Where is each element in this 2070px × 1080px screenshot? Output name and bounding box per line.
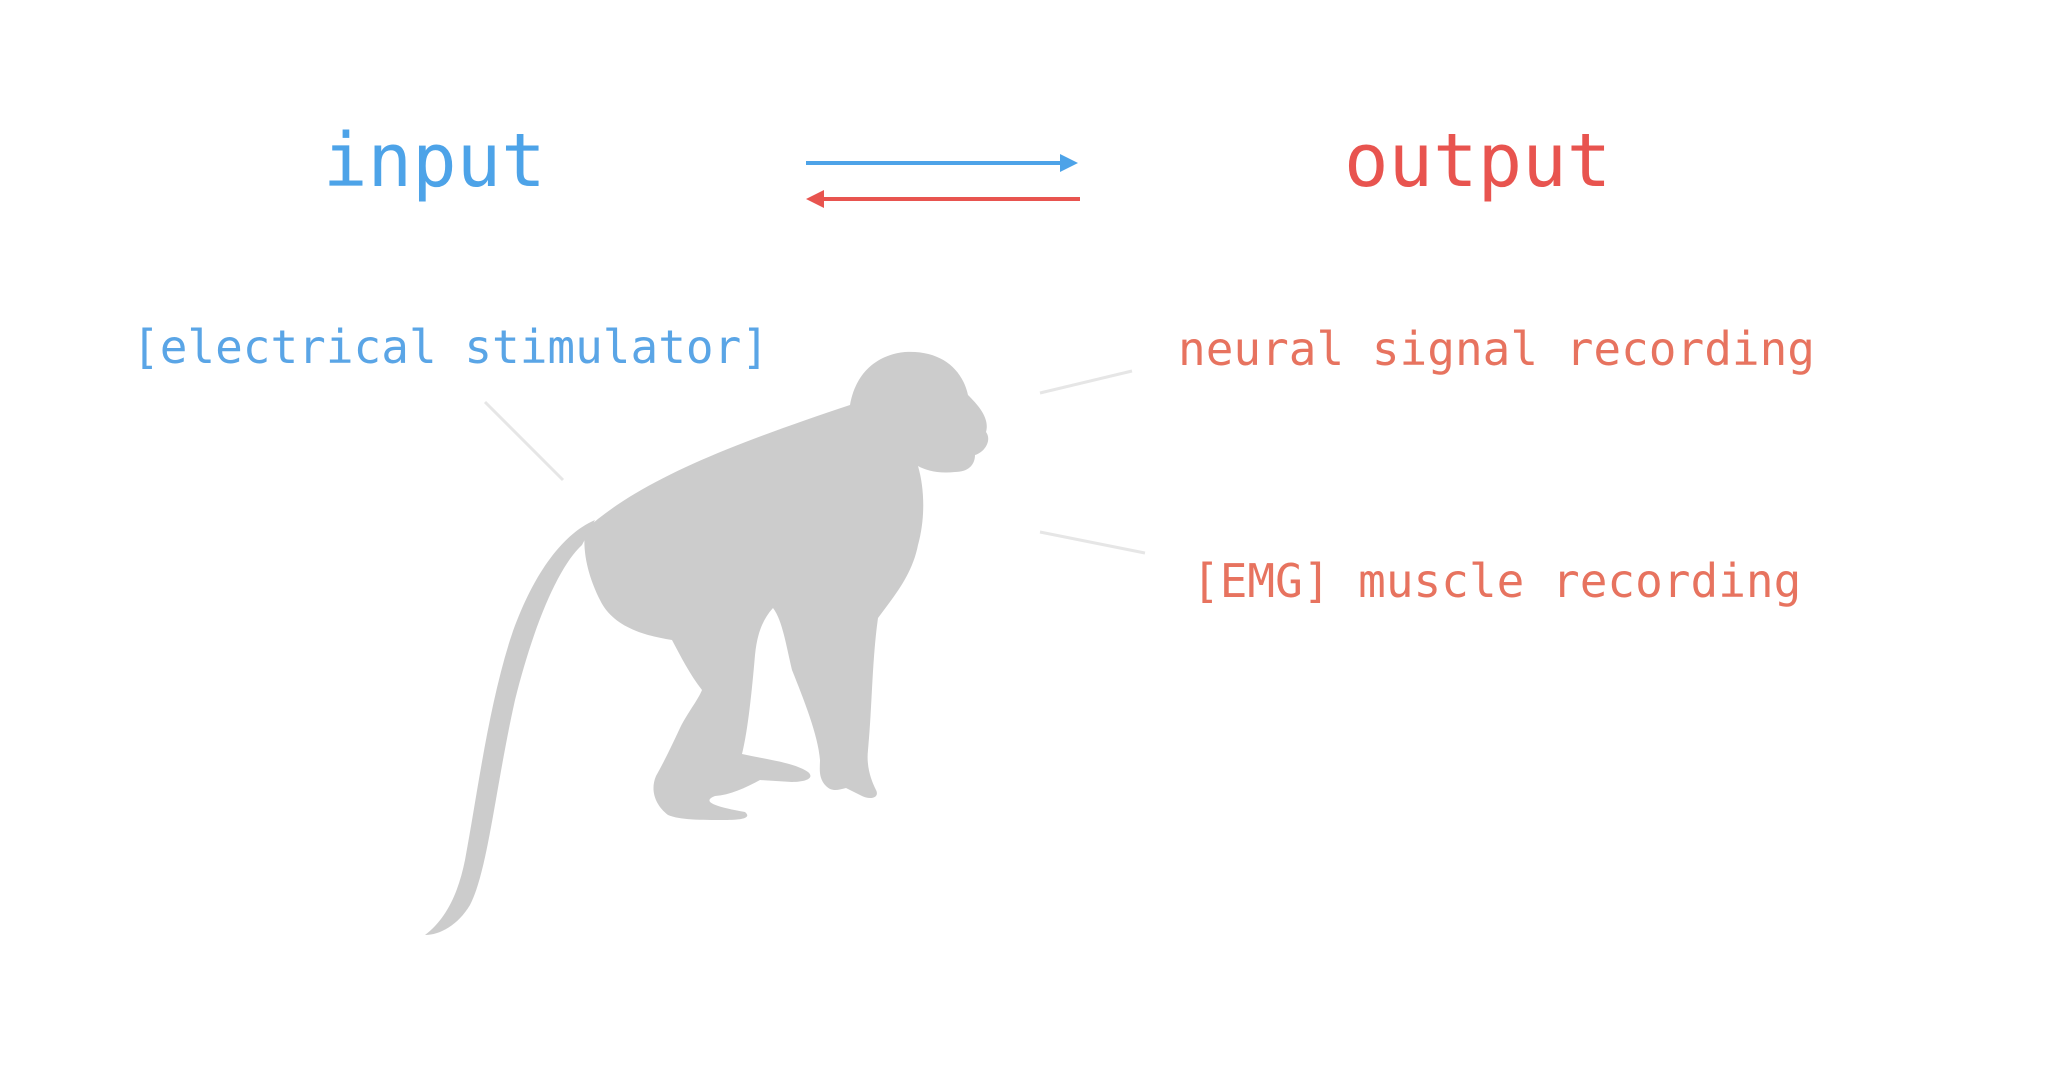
arrow-left-icon	[806, 190, 1080, 208]
monkey-silhouette-icon	[425, 351, 989, 935]
neural-signal-recording-label: neural signal recording	[1178, 322, 1815, 376]
output-title: output	[1344, 118, 1612, 204]
input-title: input	[323, 118, 546, 204]
arrow-right-icon	[806, 154, 1078, 172]
emg-muscle-recording-label: [EMG] muscle recording	[1192, 554, 1802, 608]
neural-leader-line	[1039, 369, 1133, 395]
emg-leader-line	[1039, 530, 1146, 555]
electrical-stimulator-label: [electrical stimulator]	[132, 320, 769, 374]
stimulator-leader-line	[483, 400, 565, 482]
